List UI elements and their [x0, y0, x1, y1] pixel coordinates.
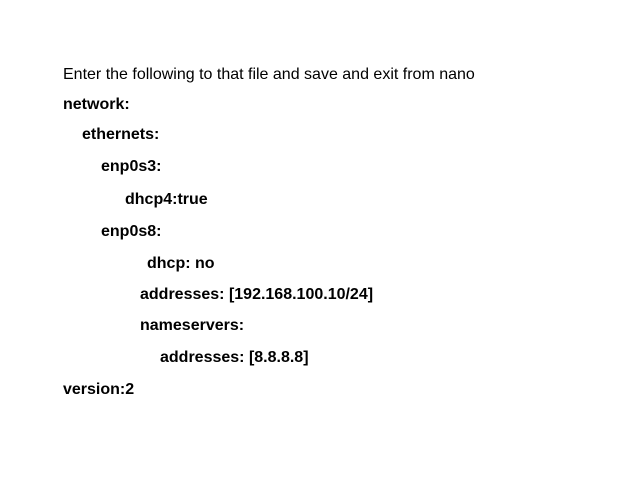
yaml-line-network: network:: [63, 96, 130, 113]
yaml-line-dhcp: dhcp: no: [147, 255, 215, 272]
yaml-line-nameservers: nameservers:: [140, 317, 245, 334]
yaml-line-dns-addresses: addresses: [8.8.8.8]: [160, 349, 309, 366]
yaml-line-enp0s8: enp0s8:: [101, 223, 162, 240]
yaml-line-dhcp4: dhcp4:true: [125, 191, 208, 208]
yaml-line-version: version:2: [63, 381, 135, 398]
instruction-text: Enter the following to that file and sav…: [63, 66, 475, 83]
yaml-line-enp0s3: enp0s3:: [101, 158, 162, 175]
yaml-line-ethernets: ethernets:: [82, 126, 160, 143]
yaml-line-addresses: addresses: [192.168.100.10/24]: [140, 286, 374, 303]
